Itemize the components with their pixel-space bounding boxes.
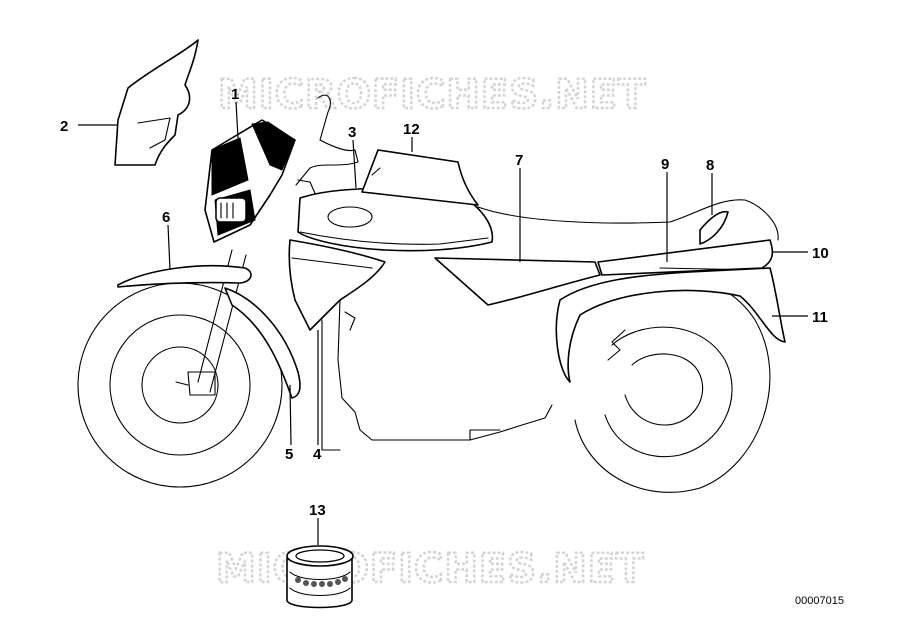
rear-wheel bbox=[574, 275, 771, 493]
callout-labels: 2 1 3 12 7 9 8 10 11 6 5 4 13 bbox=[60, 86, 829, 519]
callout-6: 6 bbox=[162, 209, 170, 226]
callout-10: 10 bbox=[812, 245, 829, 262]
handlebar bbox=[295, 94, 359, 186]
callout-11: 11 bbox=[812, 309, 828, 326]
fork-guard bbox=[224, 287, 301, 399]
callout-8: 8 bbox=[706, 157, 714, 174]
watermark-bottom: MICROFICHES.NET bbox=[216, 546, 644, 592]
callout-4: 4 bbox=[313, 446, 322, 463]
front-fender bbox=[117, 264, 252, 288]
rear-fender bbox=[555, 267, 786, 383]
seat bbox=[477, 199, 779, 241]
callout-3: 3 bbox=[348, 124, 356, 141]
engine-outline bbox=[337, 299, 553, 441]
seat-trim-front bbox=[434, 257, 601, 306]
side-panel bbox=[288, 239, 386, 331]
windshield bbox=[114, 39, 199, 166]
callout-12: 12 bbox=[403, 121, 420, 138]
callout-5: 5 bbox=[285, 446, 293, 463]
callout-9: 9 bbox=[661, 156, 669, 173]
callout-7: 7 bbox=[515, 152, 523, 169]
callout-13: 13 bbox=[309, 502, 326, 519]
tape-roll-part bbox=[286, 545, 354, 609]
callout-2: 2 bbox=[60, 118, 68, 135]
leader-lines bbox=[78, 101, 808, 545]
tail-badge bbox=[699, 210, 729, 245]
figure-number: 00007015 bbox=[795, 595, 844, 607]
watermark-top: MICROFICHES.NET bbox=[218, 72, 646, 118]
motorcycle-outline bbox=[77, 39, 786, 493]
callout-1: 1 bbox=[231, 86, 239, 103]
front-fairing bbox=[204, 119, 296, 243]
tank-top bbox=[361, 149, 479, 206]
